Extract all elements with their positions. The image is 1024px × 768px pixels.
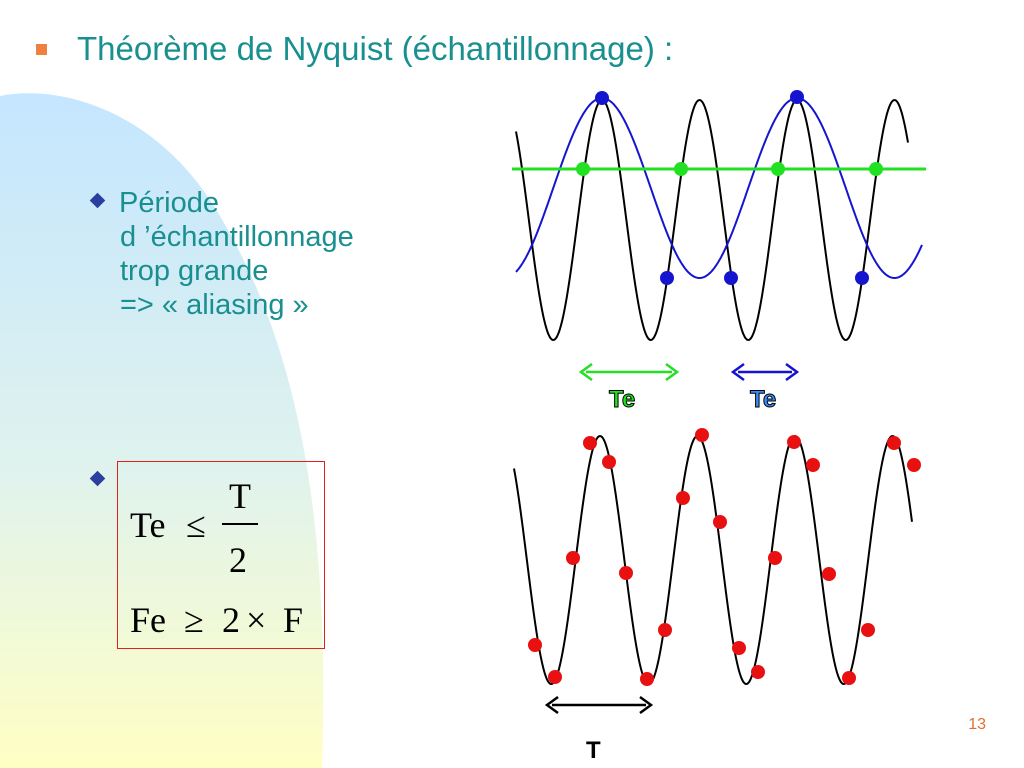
alias-wave bbox=[515, 97, 923, 279]
red-sample-dot bbox=[640, 672, 654, 686]
bullet-line-3: trop grande bbox=[120, 255, 269, 287]
red-sample-dot bbox=[861, 623, 875, 637]
square-bullet-icon bbox=[36, 43, 47, 55]
title-row: Théorème de Nyquist (échantillonnage) : bbox=[36, 30, 673, 68]
slide-title: Théorème de Nyquist (échantillonnage) : bbox=[77, 30, 674, 67]
formula-te: Te bbox=[130, 505, 165, 545]
blue-samples bbox=[595, 90, 869, 285]
green-sample-dot bbox=[771, 162, 785, 176]
red-sample-dot bbox=[658, 623, 672, 637]
formula-geq: ≥ bbox=[184, 600, 204, 640]
green-sample-dot bbox=[576, 162, 590, 176]
red-sample-dot bbox=[676, 491, 690, 505]
te-green-label: Te bbox=[609, 386, 635, 413]
formula-numerator: T bbox=[229, 476, 251, 516]
red-samples bbox=[528, 428, 921, 686]
red-sample-dot bbox=[713, 515, 727, 529]
red-sample-dot bbox=[602, 455, 616, 469]
red-sample-dot bbox=[822, 567, 836, 581]
red-sample-dot bbox=[619, 566, 633, 580]
blue-sample-dot bbox=[595, 91, 609, 105]
te-blue-label: Te bbox=[750, 386, 776, 413]
red-sample-dot bbox=[787, 435, 801, 449]
red-sample-dot bbox=[528, 638, 542, 652]
red-sample-dot bbox=[695, 428, 709, 442]
red-sample-dot bbox=[566, 551, 580, 565]
green-sample-dot bbox=[674, 162, 688, 176]
blue-sample-dot bbox=[660, 271, 674, 285]
red-sample-dot bbox=[842, 671, 856, 685]
green-samples bbox=[576, 162, 883, 176]
red-sample-dot bbox=[583, 436, 597, 450]
red-sample-dot bbox=[548, 670, 562, 684]
formula-denominator: 2 bbox=[229, 540, 247, 580]
formula-leq: ≤ bbox=[186, 505, 206, 545]
bullet-line-4: => « aliasing » bbox=[120, 289, 309, 321]
red-sample-dot bbox=[806, 458, 820, 472]
aliasing-diagram: Te Te bbox=[512, 90, 926, 414]
te-blue-arrow bbox=[730, 362, 800, 382]
bullet-line-1: Période bbox=[119, 187, 219, 219]
red-sample-dot bbox=[732, 641, 746, 655]
bullet-aliasing: Période d ’échantillonnage trop grande =… bbox=[89, 186, 452, 322]
formula-two: 2 bbox=[222, 600, 240, 640]
page-number: 13 bbox=[968, 716, 986, 733]
red-sample-dot bbox=[751, 665, 765, 679]
formula-math: Te ≤ T 2 Fe ≥ 2 × F bbox=[130, 476, 303, 640]
blue-sample-dot bbox=[790, 90, 804, 104]
bullet-line-2: d ’échantillonnage bbox=[120, 221, 354, 253]
formula-box: Te ≤ T 2 Fe ≥ 2 × F bbox=[117, 461, 325, 649]
period-label: T bbox=[586, 737, 601, 764]
signal-wave bbox=[515, 98, 909, 342]
green-sample-dot bbox=[869, 162, 883, 176]
formula-fe: Fe bbox=[130, 600, 166, 640]
blue-sample-dot bbox=[855, 271, 869, 285]
formula-times: × bbox=[246, 600, 266, 640]
formula-f: F bbox=[283, 600, 303, 640]
blue-sample-dot bbox=[724, 271, 738, 285]
te-green-arrow bbox=[578, 362, 680, 382]
red-sample-dot bbox=[768, 551, 782, 565]
red-sample-dot bbox=[887, 436, 901, 450]
sampled-signal-diagram: T bbox=[513, 428, 921, 764]
period-arrow bbox=[544, 695, 654, 715]
red-sample-dot bbox=[907, 458, 921, 472]
